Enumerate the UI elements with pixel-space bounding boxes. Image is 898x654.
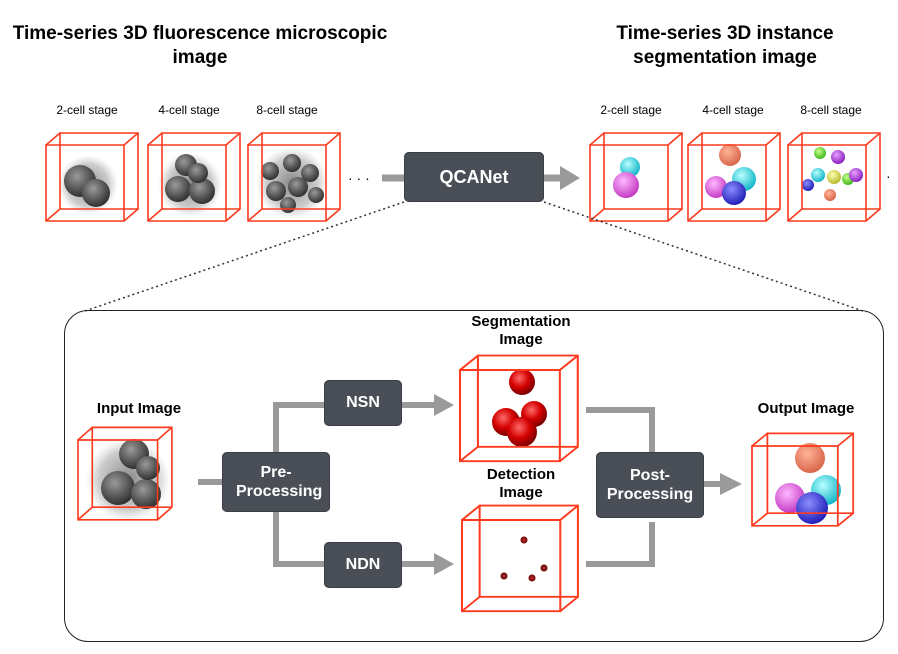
input-image-cube — [77, 426, 173, 522]
ellipsis-right: · — [886, 168, 891, 184]
segmentation-cube-8cell — [787, 132, 881, 222]
left-title: Time-series 3D fluorescence microscopic … — [12, 23, 388, 68]
segmentation-cube-4cell — [687, 132, 781, 222]
microscopy-cube-4cell — [147, 132, 241, 222]
right-stage-label-2: 4-cell stage — [702, 103, 764, 117]
detection-image-label: Detection Image — [486, 466, 556, 501]
postprocessing-label: Post-Processing — [606, 467, 694, 503]
left-stage-label-1: 2-cell stage — [56, 103, 118, 117]
preprocessing-label: Pre-Processing — [236, 464, 323, 500]
left-stage-label-2: 4-cell stage — [158, 103, 220, 117]
ellipsis-left: · · · — [348, 170, 370, 186]
postprocessing-box: Post-Processing — [596, 452, 704, 518]
qcanet-box: QCANet — [404, 152, 544, 202]
segmentation-image-cube — [458, 354, 579, 463]
right-title: Time-series 3D instance segmentation ima… — [616, 23, 834, 68]
microscopy-cube-8cell — [247, 132, 341, 222]
segmentation-image-label: Segmentation Image — [471, 313, 571, 348]
left-stage-label-3: 8-cell stage — [256, 103, 318, 117]
nsn-box: NSN — [324, 380, 402, 426]
right-stage-label-1: 2-cell stage — [600, 103, 662, 117]
segmentation-cube-2cell — [589, 132, 683, 222]
output-image-label: Output Image — [757, 400, 855, 417]
pipeline-panel — [64, 310, 884, 642]
preprocessing-box: Pre-Processing — [222, 452, 330, 512]
ndn-box: NDN — [324, 542, 402, 588]
output-image-cube — [751, 432, 855, 527]
right-stage-label-3: 8-cell stage — [800, 103, 862, 117]
microscopy-cube-2cell — [45, 132, 139, 222]
detection-image-cube — [460, 504, 579, 613]
input-image-label: Input Image — [96, 400, 182, 417]
